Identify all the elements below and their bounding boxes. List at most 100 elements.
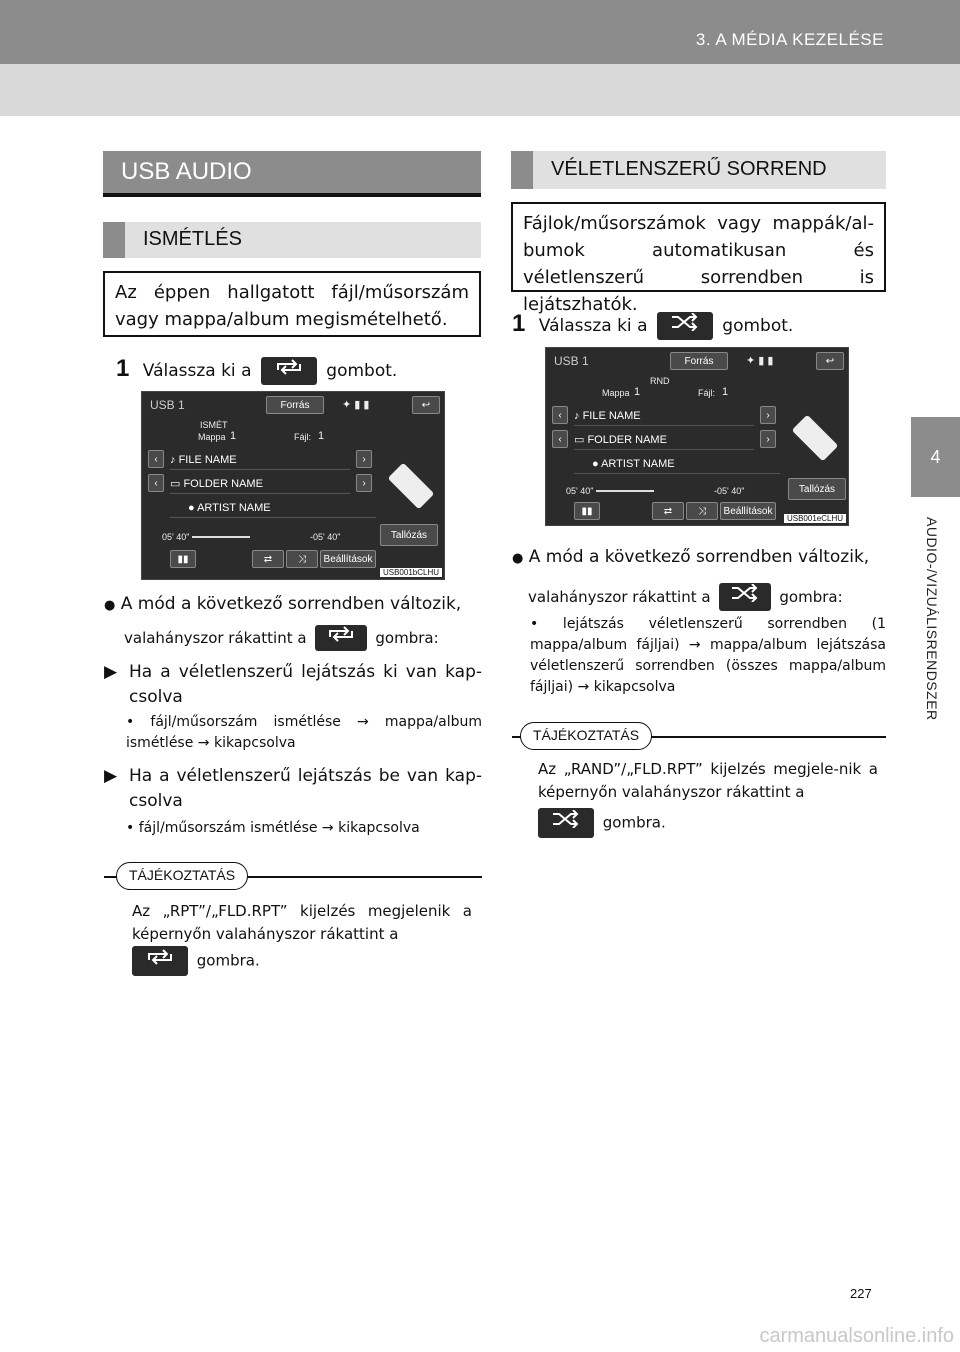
info-text-right: Az „RAND”/„FLD.RPT” kijelzés megjele-nik… (538, 760, 878, 801)
shuffle-icon: ⤨ (286, 550, 318, 568)
bullet-text-2: valahányszor rákattint a (528, 588, 711, 606)
bullet-text-2: valahányszor rákattint a (124, 629, 307, 647)
arrow-item-1: ▶ Ha a véletlenszerű lejátszás ki van ka… (104, 660, 482, 710)
screen-settings-button: Beállítások (320, 550, 376, 568)
screen-row-folder: ▭ FOLDER NAME (170, 474, 350, 494)
screen-row-file: ♪ FILE NAME (170, 450, 350, 470)
screen-folder-value: 1 (634, 386, 641, 398)
chapter-header-title: 3. A MÉDIA KEZELÉSE (695, 30, 884, 49)
arrow-item-1-text: Ha a véletlenszerű lejátszás ki van kap-… (129, 662, 482, 707)
repeat-icon: ⇄ (652, 502, 684, 520)
bullet-text-1: A mód a következő sorrendben változik, (528, 547, 870, 567)
screen-mode-indicator: RND (650, 376, 670, 386)
header-band (0, 0, 960, 64)
screen-file-value: 1 (722, 386, 729, 398)
header-band-lower (0, 64, 960, 116)
step-1-left: 1 Válassza ki a gombot. (116, 355, 397, 385)
screen-row-file-text: FILE NAME (178, 454, 237, 466)
screen-row-folder-text: FOLDER NAME (587, 434, 667, 446)
bullet-icon: ● (512, 551, 524, 566)
info-rule-right (512, 736, 886, 738)
intro-box-right: Fájlok/műsorszámok vagy mappák/al-bumok … (511, 202, 886, 315)
triangle-arrow-icon: ▶ (104, 766, 118, 786)
screen-browse-button: Tallózás (788, 478, 846, 500)
arrow-item-2: ▶ Ha a véletlenszerű lejátszás be van ka… (104, 764, 482, 814)
screen-row-artist-text: ARTIST NAME (601, 458, 675, 470)
bullet-text-1: A mód a következő sorrendben változik, (120, 594, 462, 614)
section-marker (511, 151, 533, 189)
screen-row-folder: ▭ FOLDER NAME (574, 430, 754, 450)
shuffle-icon (656, 312, 713, 340)
screen-row-artist: ● ARTIST NAME (574, 454, 780, 474)
screen-prev-folder-button: ‹ (148, 474, 164, 492)
subsection-title: ISMÉTLÉS (143, 228, 242, 250)
step-text: Válassza ki a (142, 361, 252, 381)
info-text-after: gombra. (196, 951, 260, 970)
arrow-item-1-sub: • fájl/műsorszám ismétlése → mappa/album… (126, 714, 482, 751)
step-text-end: gombot. (326, 361, 398, 381)
chapter-side-label: AUDIO-/VIZUÁLISRENDSZER (911, 497, 960, 797)
section-title-usb-audio: USB AUDIO (103, 151, 481, 193)
screen-folder-label: Mappa (602, 388, 630, 398)
shuffle-icon (538, 808, 594, 838)
info-text-right-end: gombra. (538, 808, 878, 838)
screen-next-folder-button: › (760, 430, 776, 448)
bullet-left: ● A mód a következő sorrendben változik, (104, 592, 482, 618)
screen-file-label: Fájl: (294, 432, 312, 442)
screen-row-artist: ● ARTIST NAME (170, 498, 376, 518)
watermark: carmanualsonline.info (759, 1325, 954, 1347)
shuffle-icon (718, 583, 771, 611)
step-1-right: 1 Válassza ki a gombot. (512, 310, 793, 340)
bullet-right-line2: valahányszor rákattint a gombra: (528, 583, 886, 611)
screen-row-file-text: FILE NAME (582, 410, 641, 422)
info-text-left: Az „RPT”/„FLD.RPT” kijelzés megjelenik a… (132, 902, 472, 943)
bullet-right-sub: • lejátszás véletlenszerű sorrendben (1 … (530, 616, 886, 695)
info-rule-left (104, 876, 482, 878)
repeat-icon (314, 625, 367, 651)
screen-next-button: › (356, 450, 372, 468)
screen-time-elapsed: 05' 40" (162, 532, 190, 542)
screen-mode-indicator: ISMÉT (200, 420, 228, 430)
info-label-left: TÁJÉKOZTATÁS (116, 862, 249, 890)
triangle-arrow-icon: ▶ (104, 662, 118, 682)
bullet-icon: ● (104, 598, 116, 613)
screen-time-elapsed: 05' 40" (566, 486, 594, 496)
screen-usb-label: USB 1 (150, 398, 185, 412)
section-title-text: VÉLETLENSZERŰ SORREND (551, 158, 827, 180)
screen-source-button: Forrás (266, 396, 324, 414)
screenshot-random: USB 1 Forrás ✦ ▮ ▮ ↩ RND Mappa 1 Fájl: 1… (545, 347, 849, 526)
screen-code-label: USB001bCLHU (379, 568, 442, 577)
screen-usb-label: USB 1 (554, 354, 589, 368)
repeat-icon: ⇄ (252, 550, 284, 568)
screen-progress (596, 490, 654, 492)
info-text-left-end: gombra. (132, 946, 472, 976)
bullet-left-line2: valahányszor rákattint a gombra: (124, 625, 482, 651)
screen-time-remaining: -05' 40" (310, 532, 341, 542)
intro-box-left: Az éppen hallgatott fájl/műsorszám vagy … (103, 271, 481, 337)
screen-browse-button: Tallózás (380, 524, 438, 546)
screen-status-icons: ✦ ▮ ▮ (342, 399, 370, 411)
screen-row-artist-text: ARTIST NAME (197, 502, 271, 514)
info-label-right: TÁJÉKOZTATÁS (520, 722, 653, 750)
repeat-icon (260, 357, 317, 385)
section-title-veletlenszeru: VÉLETLENSZERŰ SORREND (511, 151, 886, 189)
step-number: 1 (116, 355, 130, 382)
screen-pause-button: ▮▮ (170, 550, 196, 568)
subsection-ismetles: ISMÉTLÉS (103, 222, 481, 258)
repeat-icon (132, 946, 188, 976)
bullet-text-3: gombra: (779, 588, 843, 606)
chapter-side-text: AUDIO-/VIZUÁLISRENDSZER (924, 517, 940, 721)
section-rule (103, 193, 481, 197)
chapter-number-tab: 4 (911, 417, 960, 497)
screen-prev-folder-button: ‹ (552, 430, 568, 448)
screen-back-button: ↩ (412, 396, 440, 414)
shuffle-icon: ⤨ (686, 502, 718, 520)
screen-back-button: ↩ (816, 352, 844, 370)
usb-stick-icon (791, 414, 839, 462)
screen-prev-button: ‹ (552, 406, 568, 424)
screen-folder-value: 1 (230, 430, 237, 442)
info-text-after: gombra. (602, 813, 666, 832)
screen-progress (192, 536, 250, 538)
step-number: 1 (512, 310, 526, 337)
screen-next-button: › (760, 406, 776, 424)
